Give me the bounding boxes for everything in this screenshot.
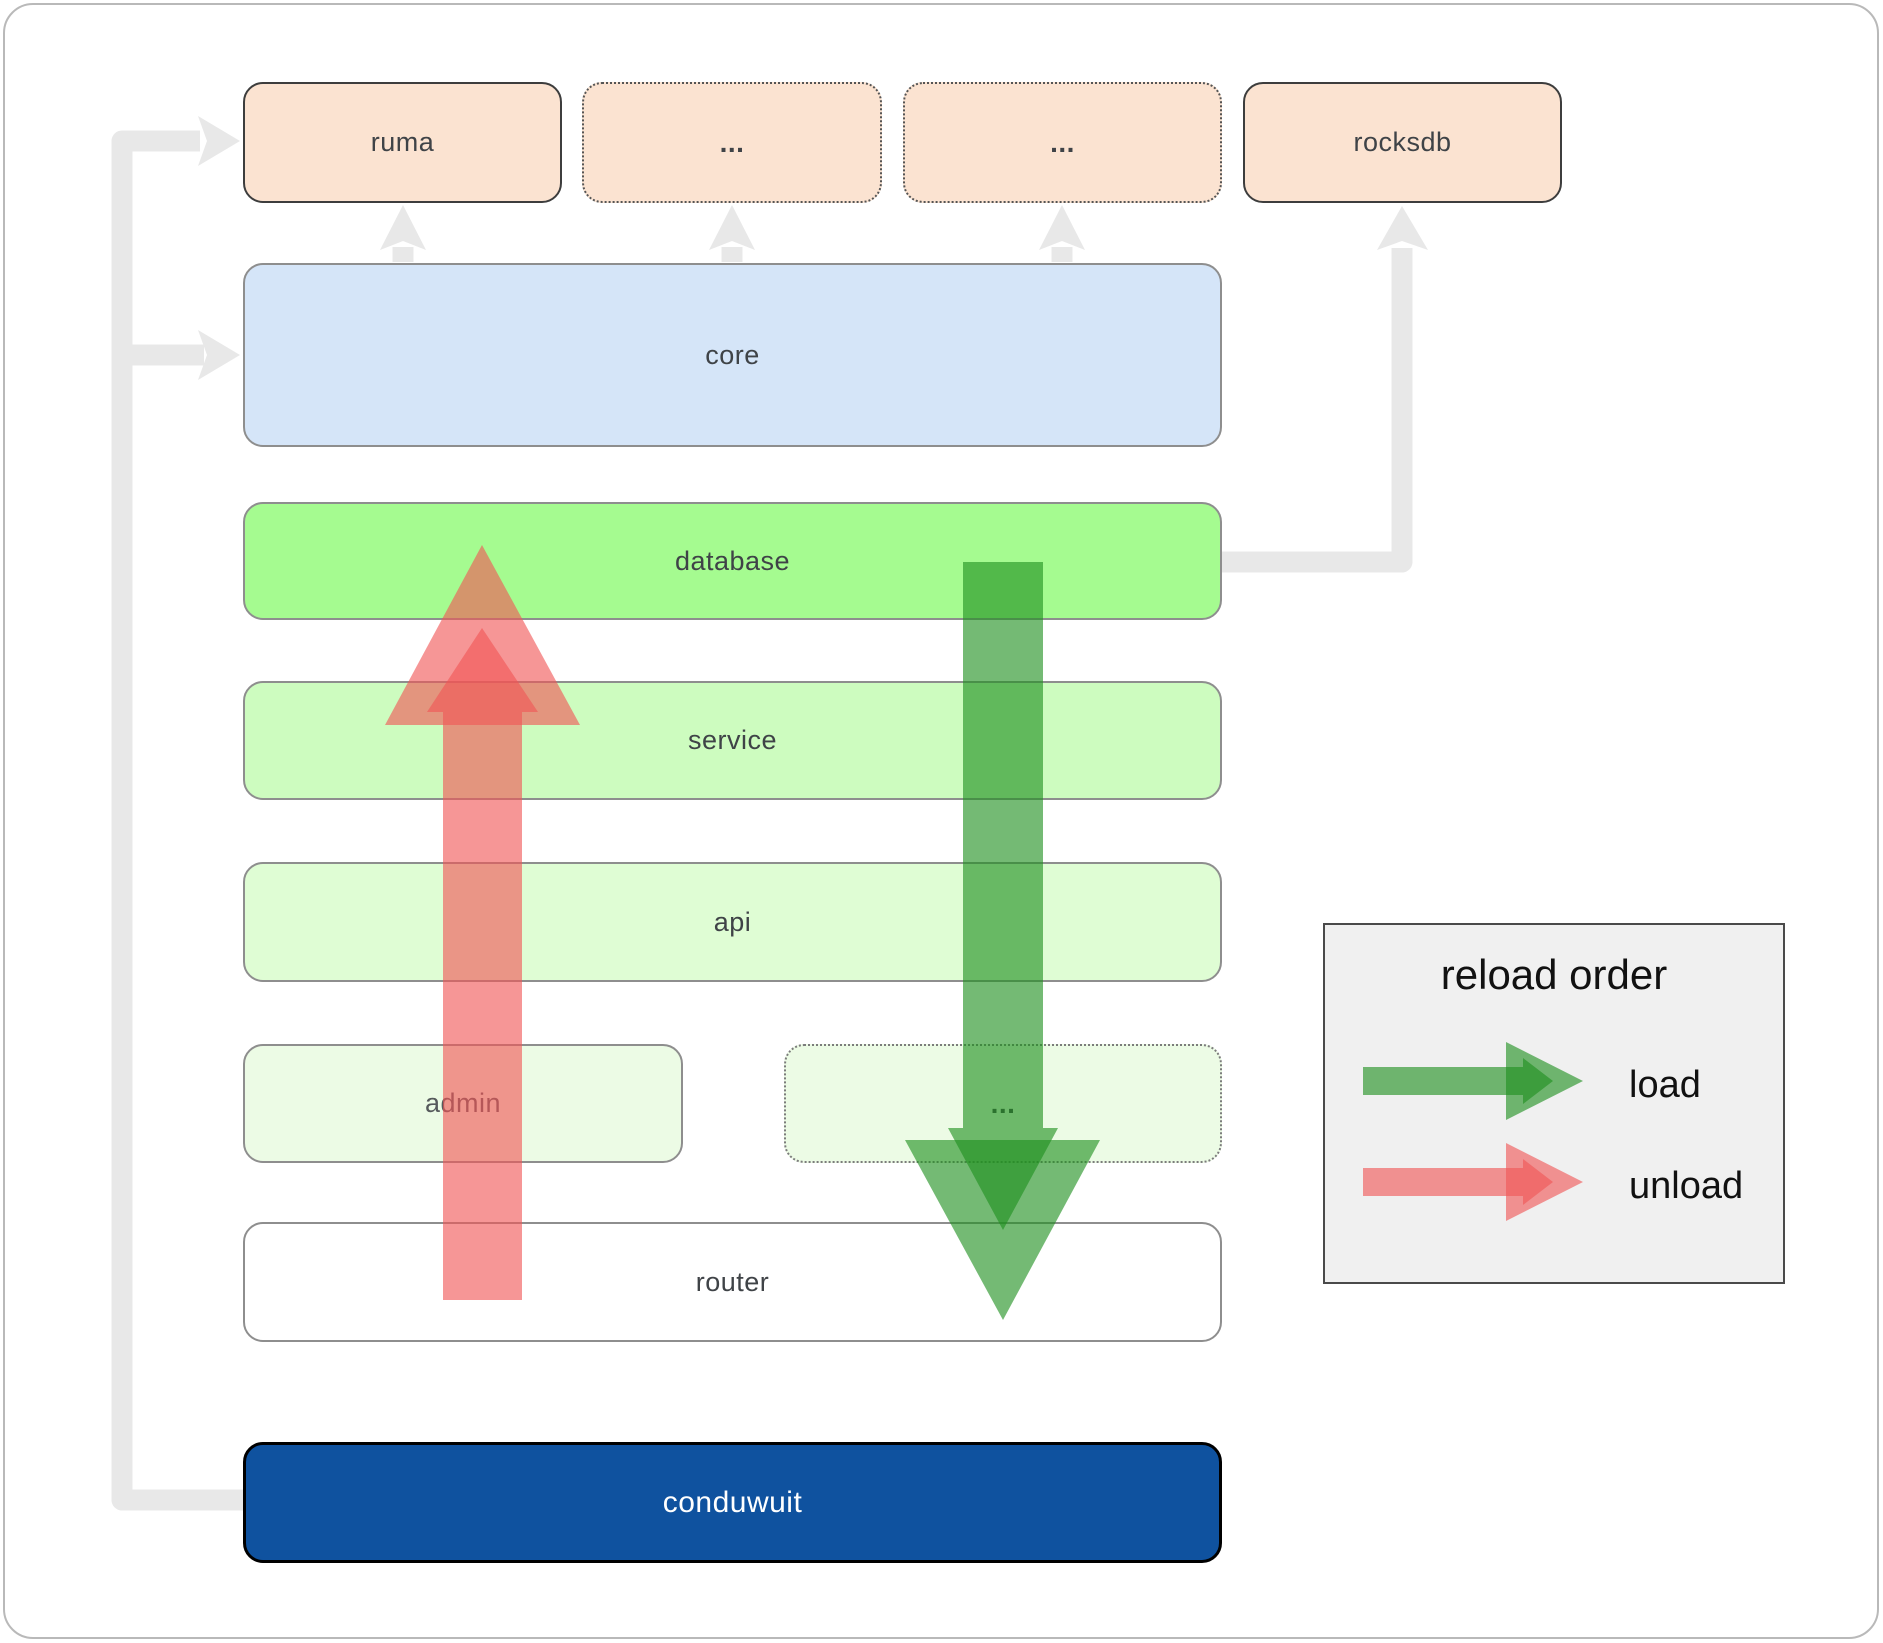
box-conduwuit-label: conduwuit — [662, 1485, 803, 1519]
legend-unload-label: unload — [1629, 1165, 1744, 1207]
box-ellipsis-a-label: ... — [719, 126, 745, 158]
box-ellipsis-a: ... — [582, 82, 882, 203]
box-core: core — [243, 263, 1222, 447]
database-to-rocksdb-connector — [1222, 206, 1428, 573]
box-api-label: api — [713, 906, 752, 937]
arrowhead-to-ellipsis-b-icon — [1039, 205, 1085, 250]
box-database-label: database — [674, 545, 791, 576]
arrowhead-to-ruma-top-icon — [380, 205, 426, 250]
box-rocksdb-label: rocksdb — [1353, 127, 1452, 157]
box-admin: admin — [243, 1044, 683, 1163]
box-rocksdb: rocksdb — [1243, 82, 1562, 203]
box-service-label: service — [687, 725, 778, 755]
core-to-top-arrows — [380, 205, 1085, 262]
box-core-label: core — [705, 339, 760, 370]
box-ruma: ruma — [243, 82, 562, 203]
legend-load-label: load — [1629, 1064, 1701, 1106]
legend: reload order load unload — [1323, 923, 1785, 1284]
box-ellipsis-b-label: ... — [1050, 126, 1075, 158]
box-router-label: router — [695, 1266, 770, 1297]
arrowhead-to-ruma-icon — [198, 116, 240, 166]
box-ellipsis-c: ... — [784, 1044, 1222, 1163]
box-admin-label: admin — [424, 1088, 502, 1118]
box-conduwuit: conduwuit — [243, 1442, 1222, 1563]
legend-title: reload order — [1440, 951, 1668, 998]
arrowhead-to-core-icon — [198, 330, 240, 380]
arrowhead-to-ellipsis-a-icon — [709, 205, 755, 250]
box-router: router — [243, 1222, 1222, 1342]
box-ruma-label: ruma — [370, 127, 435, 157]
box-api: api — [243, 862, 1222, 982]
arrowhead-to-rocksdb-icon — [1377, 206, 1428, 250]
box-ellipsis-c-label: ... — [990, 1087, 1016, 1119]
box-service: service — [243, 681, 1222, 800]
box-ellipsis-b: ... — [903, 82, 1222, 203]
box-database: database — [243, 502, 1222, 620]
conduwuit-loop-connector — [111, 116, 246, 1511]
